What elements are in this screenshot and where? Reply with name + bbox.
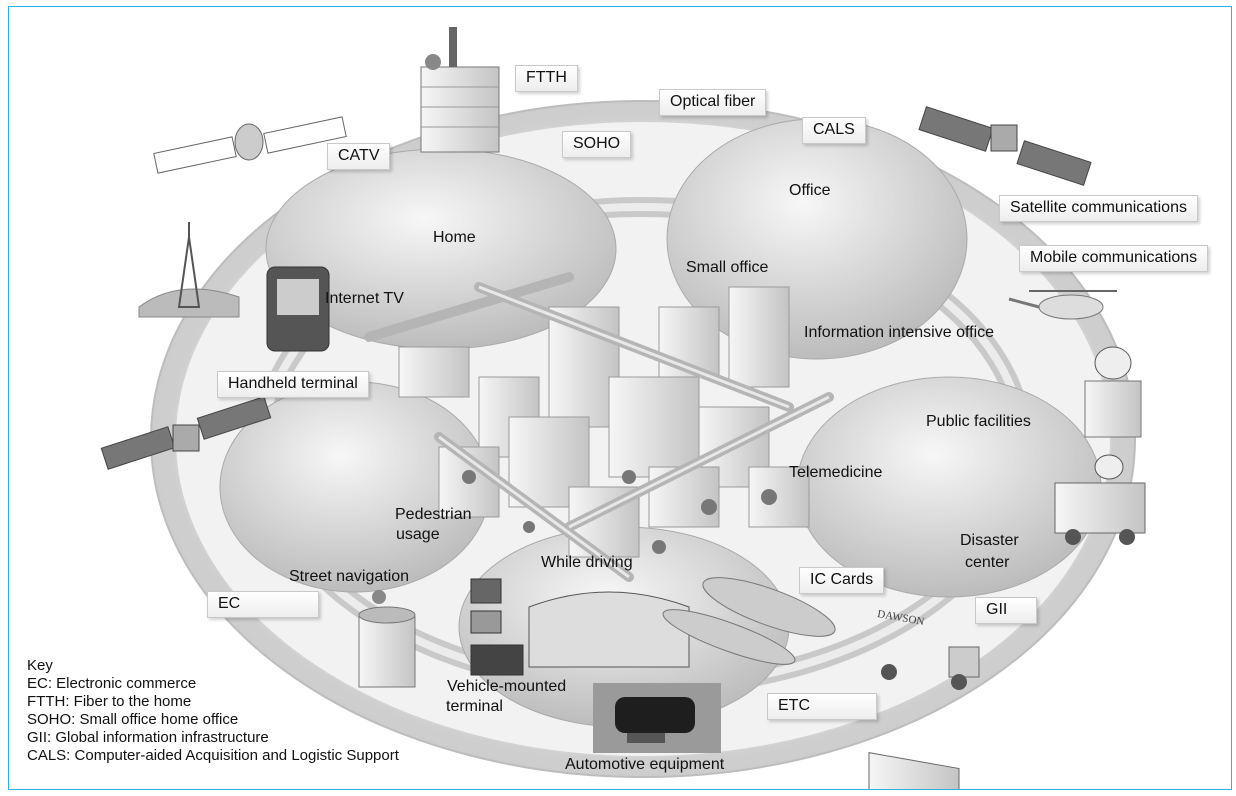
network-illustration: [100, 27, 1146, 789]
label-information-intensive-office: Information intensive office: [804, 324, 995, 341]
satellite-left-top-icon: [153, 116, 347, 174]
trees: [462, 470, 777, 554]
label-ftth: FTTH: [515, 65, 578, 92]
label-public-facilities: Public facilities: [926, 413, 1031, 430]
label-disaster-center: center: [965, 554, 1010, 571]
label-while-driving: While driving: [541, 554, 633, 571]
automotive-equipment-photo: [593, 683, 721, 753]
label-home: Home: [433, 229, 476, 246]
label-ic-cards: IC Cards: [799, 567, 885, 594]
key-item: SOHO: Small office home office: [27, 711, 239, 728]
label-vehicle-terminal: terminal: [446, 698, 503, 715]
helicopter-icon: [1008, 290, 1117, 320]
label-telemedicine: Telemedicine: [789, 464, 883, 481]
label-satellite-communications: Satellite communications: [999, 195, 1198, 222]
label-optical-fiber: Optical fiber: [659, 89, 767, 116]
label-pedestrian: Pedestrian: [395, 506, 472, 523]
key-item: EC: Electronic commerce: [27, 675, 197, 692]
key-title: Key: [27, 657, 53, 674]
label-street-navigation: Street navigation: [289, 568, 410, 585]
radio-tower-icon: [138, 222, 240, 318]
ftth-building-icon: [420, 27, 500, 153]
label-office: Office: [789, 182, 831, 199]
delivery-truck-icon: [868, 646, 980, 789]
etc-gates-icon: [662, 577, 836, 665]
diagram-frame: FTTH Optical fiber CALS SOHO CATV Office…: [8, 6, 1232, 790]
handheld-terminal-icon: [266, 266, 330, 352]
label-vehicle-mounted: Vehicle-mounted: [447, 678, 567, 695]
label-soho: SOHO: [562, 131, 632, 158]
ec-building-icon: [358, 590, 416, 688]
label-ec: EC: [207, 591, 319, 618]
label-automotive-equipment: Automotive equipment: [565, 756, 725, 773]
label-mobile-communications: Mobile communications: [1019, 245, 1209, 272]
label-handheld-terminal: Handheld terminal: [217, 371, 369, 398]
label-cals: CALS: [802, 117, 866, 144]
key-item: GII: Global information infrastructure: [27, 729, 269, 746]
label-catv: CATV: [327, 143, 391, 170]
key-item: FTTH: Fiber to the home: [27, 693, 192, 710]
satellite-right-icon: [918, 106, 1092, 186]
label-small-office: Small office: [686, 259, 769, 276]
label-disaster: Disaster: [960, 532, 1019, 549]
broadcast-van-icon: [1054, 454, 1146, 545]
key-item: CALS: Computer-aided Acquisition and Log…: [27, 747, 399, 764]
key-legend: Key EC: Electronic commerce FTTH: Fiber …: [27, 657, 399, 765]
satellite-left-icon: [100, 396, 272, 470]
label-etc: ETC: [767, 693, 877, 720]
label-pedestrian-usage: usage: [396, 526, 440, 543]
label-internet-tv: Internet TV: [325, 290, 404, 307]
vehicle-screens-icon: [470, 578, 690, 676]
satellite-dish-building-icon: [1084, 346, 1142, 438]
label-gii: GII: [975, 597, 1037, 624]
